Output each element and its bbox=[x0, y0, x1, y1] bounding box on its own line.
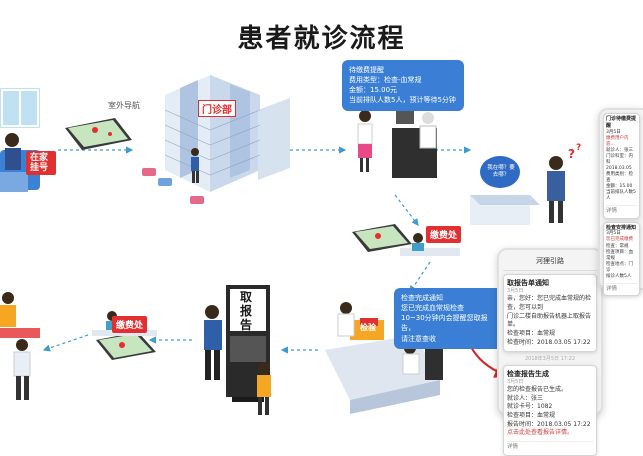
report-notice-line: 门诊二楼自助报告机器上取报告单。 bbox=[507, 312, 592, 329]
side-payment-line: 门诊科室：内科 bbox=[606, 153, 633, 165]
thought-bubble: 我在哪？要去哪？ bbox=[484, 158, 518, 186]
side-exam-line: 检查：常规 bbox=[606, 243, 629, 249]
report-notice-title: 取报告单通知 bbox=[507, 279, 549, 287]
report-generated-line: 检查项目：血常规 bbox=[507, 411, 556, 419]
phone-header-title: 河狸引路 bbox=[536, 257, 564, 265]
report-generated-line: 就诊卡号：1082 bbox=[507, 403, 553, 411]
report-generated-card[interactable]: 检查报告生成 3月5日 您的检查报告已生成。 就诊人：张三 就诊卡号：1082 … bbox=[503, 364, 597, 456]
desk-scene bbox=[357, 110, 437, 178]
lab-scene bbox=[325, 302, 443, 414]
side-exam-line: 您已完成缴费 bbox=[606, 237, 633, 243]
main-phone: 河狸引路 取报告单通知 3月5日 亲，您好：您已完成血常规的检查，您可以到 门诊… bbox=[497, 248, 603, 456]
page-title: 患者就诊流程 bbox=[237, 24, 406, 54]
side-payment-line: 金额：15.00 bbox=[606, 184, 633, 190]
report-detail-link[interactable]: 详情 bbox=[507, 441, 593, 452]
kiosk-scene bbox=[204, 285, 271, 415]
side-exam-line: 检查项目：血常规 bbox=[606, 249, 633, 261]
pay-station-tag: 缴费处 bbox=[426, 226, 462, 243]
exam-complete-line: 请注意查收 bbox=[401, 334, 436, 343]
lower-left-people bbox=[0, 292, 40, 400]
report-notice-line: 检查时间：2018.03.05 17:22 bbox=[507, 338, 591, 346]
pay-station-label: 缴费处 bbox=[430, 231, 458, 241]
map-phone-2 bbox=[352, 224, 412, 252]
side-payment-line: 2018.03.05 bbox=[606, 165, 632, 171]
side-payment-line: 当前排队人数5人 bbox=[606, 190, 636, 202]
side-payment-line: 缴费用户内容... bbox=[606, 135, 629, 147]
side-payment-title: 门诊待缴费提醒 bbox=[606, 116, 637, 129]
side-phone: 门诊待缴费提醒 3月5日 缴费用户内容... 就诊人：张三 门诊科室：内科 20… bbox=[598, 108, 643, 297]
side-payment-detail[interactable]: 详情 bbox=[606, 205, 637, 215]
exam-complete-line: 您已完成血常规检查 bbox=[401, 304, 464, 313]
flow-arrows bbox=[42, 146, 472, 354]
side-payment-card[interactable]: 门诊待缴费提醒 3月5日 缴费用户内容... 就诊人：张三 门诊科室：内科 20… bbox=[603, 113, 640, 219]
exam-complete-line: 检查完成通知 bbox=[401, 294, 443, 302]
payment-reminder-line: 待缴费提醒 bbox=[349, 66, 384, 74]
side-exam-title: 检查安排通知 bbox=[606, 224, 637, 231]
side-payment-line: 费用类别：检查 bbox=[606, 171, 633, 183]
home-register-tag: 在家挂号 bbox=[26, 151, 56, 175]
report-notice-date: 3月5日 bbox=[507, 288, 524, 295]
thought-text: 我在哪？要去哪？ bbox=[487, 164, 515, 178]
kiosk-sign: 取报告 bbox=[240, 290, 253, 332]
report-notice-line: 亲，您好：您已完成血常规的检查，您可以到 bbox=[507, 295, 592, 312]
outdoor-nav-label: 室外导航 bbox=[108, 101, 140, 110]
svg-text:?: ? bbox=[568, 147, 575, 161]
payment-reminder-line: 金额：15.00元 bbox=[349, 86, 398, 95]
side-exam-detail[interactable]: 详情 bbox=[606, 282, 637, 293]
pay-station-scene bbox=[400, 233, 460, 256]
side-exam-line: 3月5日 bbox=[606, 231, 621, 237]
report-generated-line: 您的检查报告已生成。 bbox=[507, 385, 568, 393]
side-exam-card[interactable]: 检查安排通知 3月5日 您已完成缴费 检查：常规 检查项目：血常规 检查地点：门… bbox=[603, 221, 640, 297]
report-notice-card[interactable]: 取报告单通知 3月5日 亲，您好：您已完成血常规的检查，您可以到 门诊二楼自助报… bbox=[503, 274, 597, 352]
lower-pay-station-label: 缴费处 bbox=[116, 321, 144, 331]
building-sign: 门诊部 bbox=[198, 100, 236, 117]
exam-complete-bubble: 检查完成通知 您已完成血常规检查 10~30分钟内会提醒您取报告， 请注意查收 bbox=[394, 288, 508, 349]
report-generated-line: 报告时间：2018.03.05 17:22 bbox=[507, 420, 591, 428]
hospital-building bbox=[142, 75, 290, 204]
home-scene bbox=[0, 88, 40, 192]
map-phone-1 bbox=[65, 118, 132, 150]
side-exam-line: 候诊人数5人 bbox=[606, 273, 632, 279]
svg-text:?: ? bbox=[576, 143, 581, 153]
side-exam-line: 检查地点：门诊 bbox=[606, 261, 633, 273]
payment-reminder-bubble: 待缴费提醒 费用类型：检查-血常规 金额：15.00元 当前排队人数5人，预计等… bbox=[342, 60, 464, 111]
lower-pay-station-tag: 缴费处 bbox=[112, 316, 148, 333]
lab-sign: 检验 bbox=[360, 323, 376, 332]
report-generated-date: 3月5日 bbox=[507, 378, 524, 385]
payment-reminder-line: 当前排队人数5人，预计等待5分钟 bbox=[349, 96, 456, 105]
report-generated-title: 检查报告生成 bbox=[507, 369, 549, 378]
report-notice-line: 检查项目：血常规 bbox=[507, 330, 556, 338]
phone-header: 河狸引路 bbox=[503, 254, 597, 271]
side-payment-line: 就诊人：张三 bbox=[606, 147, 633, 153]
report-generated-warning[interactable]: 点击此处查看报告详情。 bbox=[507, 429, 574, 437]
payment-reminder-line: 费用类型：检查-血常规 bbox=[349, 76, 422, 85]
side-payment-line: 3月5日 bbox=[606, 129, 621, 135]
report-generated-line: 就诊人：张三 bbox=[507, 394, 544, 402]
exam-complete-line: 10~30分钟内会提醒您取报告， bbox=[401, 314, 488, 333]
phone-timestamp: 2018年3月5日 17:22 bbox=[524, 355, 576, 362]
lost-patient-scene: ? ? bbox=[470, 143, 581, 225]
